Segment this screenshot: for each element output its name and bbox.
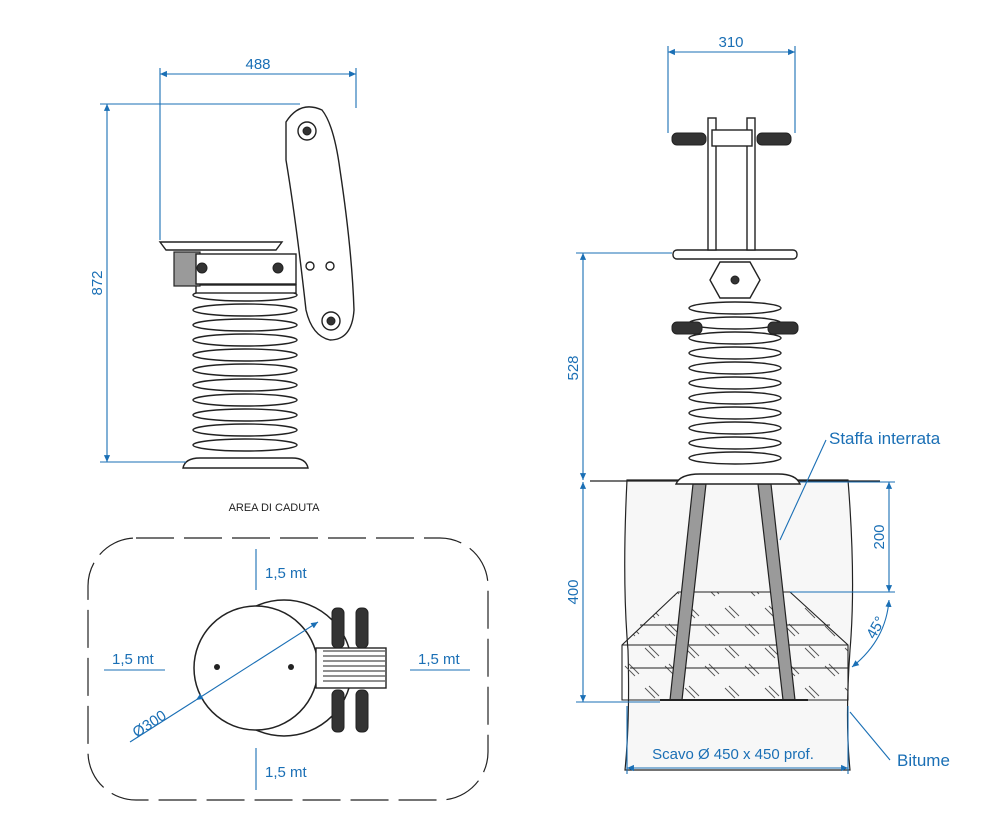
angle-label: 45° [863,614,889,642]
front-height-dimension: 528 [565,355,582,380]
fall-area-view: AREA DI CADUTA 1,5 mt 1,5 mt 1,5 mt [87,502,489,801]
bracket-leader-line [779,439,827,541]
fall-area-bottom-label: 1,5 mt [265,764,308,781]
side-handle-arm [285,106,355,341]
side-height-dimension: 872 [89,270,106,295]
front-base-plate [674,473,802,485]
bracket-dimension: 200 [871,524,888,549]
fall-area-seat-disc [193,605,319,731]
angle-arc [851,599,892,668]
foundation-depth-dimension: 400 [565,579,582,604]
upper-handle-right [756,132,792,146]
diameter-label: Ø300 [130,707,170,741]
lower-handle-left [671,321,703,335]
bitumen-label: Bitume [897,751,950,770]
fall-area-right-label: 1,5 mt [418,651,461,668]
front-post-right [746,117,756,251]
side-seat [158,241,284,251]
side-spring-top-disc [195,284,297,294]
bracket-label: Staffa interrata [829,429,941,448]
front-seat [672,249,798,260]
diameter-line [195,621,319,701]
side-spring [192,288,298,452]
upper-handle-left [671,132,707,146]
lower-handle-right [767,321,799,335]
side-base-plate [182,457,309,469]
front-spring [688,301,782,465]
side-view: 488 872 [89,56,357,469]
bitumen-leader-line [849,711,891,761]
fall-area-handle-frame [315,647,387,689]
front-width-dimension: 310 [718,34,743,51]
fall-area-boundary [87,537,489,801]
fall-area-title: AREA DI CADUTA [229,502,321,514]
fall-area-left-label: 1,5 mt [112,651,155,668]
fall-area-handle-bars [323,607,385,733]
excavation-label: Scavo Ø 450 x 450 prof. [652,746,814,763]
front-post-left [707,117,717,251]
fall-area-top-label: 1,5 mt [265,565,308,582]
front-view: 310 528 400 200 45° Scavo Ø 450 x 450 pr… [565,34,950,774]
side-width-dimension: 488 [245,56,270,73]
